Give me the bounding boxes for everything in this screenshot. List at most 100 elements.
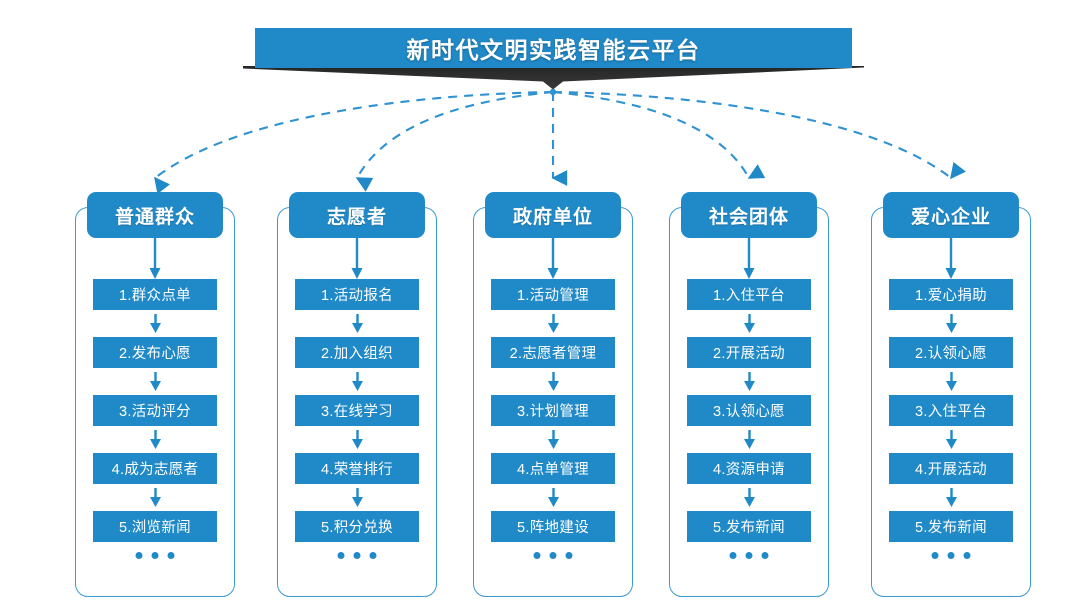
step-label: 1.活动管理	[517, 288, 589, 304]
step-label: 3.在线学习	[321, 404, 393, 420]
list-item[interactable]: 2.加入组织	[295, 337, 419, 368]
sidebar-item-social-group[interactable]: 社会团体 1.入住平台 2.开展活动 3.认领心愿 4.资源申请 5.发布新闻	[669, 192, 829, 597]
step-label: 5.发布新闻	[915, 520, 987, 536]
sidebar-item-charity-enterprise[interactable]: 爱心企业 1.爱心捐助 2.认领心愿 3.入住平台 4.开展活动 5.发布新闻	[871, 192, 1031, 597]
list-item[interactable]: 1.活动管理	[491, 279, 615, 310]
list-item[interactable]: 5.积分兑换	[295, 511, 419, 542]
step-label: 1.活动报名	[321, 288, 393, 304]
column-header-label: 社会团体	[708, 206, 789, 228]
list-item[interactable]: 4.荣誉排行	[295, 453, 419, 484]
step-down-arrow-icon	[295, 426, 419, 453]
step-list: 1.活动报名 2.加入组织 3.在线学习 4.荣誉排行 5.积分兑换	[295, 279, 419, 542]
column-header-general-public[interactable]: 普通群众	[87, 192, 223, 238]
sidebar-item-government-unit[interactable]: 政府单位 1.活动管理 2.志愿者管理 3.计划管理 4.点单管理 5.阵地建设	[473, 192, 633, 597]
step-down-arrow-icon	[295, 484, 419, 511]
step-down-arrow-icon	[687, 426, 811, 453]
header-to-step-arrow	[547, 238, 559, 279]
step-down-arrow-icon	[889, 484, 1013, 511]
list-item[interactable]: 5.阵地建设	[491, 511, 615, 542]
step-label: 4.点单管理	[517, 462, 589, 478]
step-list: 1.爱心捐助 2.认领心愿 3.入住平台 4.开展活动 5.发布新闻	[889, 279, 1013, 542]
step-list: 1.群众点单 2.发布心愿 3.活动评分 4.成为志愿者 5.浏览新闻	[93, 279, 217, 542]
header-to-step-arrow	[743, 238, 755, 279]
column-header-charity-enterprise[interactable]: 爱心企业	[883, 192, 1019, 238]
step-label: 3.认领心愿	[713, 404, 785, 420]
step-down-arrow-icon	[93, 368, 217, 395]
connector-hub	[549, 88, 557, 96]
page-title: 新时代文明实践智能云平台	[406, 37, 701, 63]
step-label: 2.加入组织	[321, 346, 393, 362]
step-label: 3.计划管理	[517, 404, 589, 420]
list-item[interactable]: 1.爱心捐助	[889, 279, 1013, 310]
banner-background: 新时代文明实践智能云平台	[255, 28, 852, 68]
connector-to-col-2	[355, 90, 554, 192]
list-item[interactable]: 4.成为志愿者	[93, 453, 217, 484]
more-ellipsis-icon[interactable]	[729, 552, 769, 559]
list-item[interactable]: 2.发布心愿	[93, 337, 217, 368]
list-item[interactable]: 2.志愿者管理	[491, 337, 615, 368]
step-down-arrow-icon	[491, 484, 615, 511]
step-label: 2.志愿者管理	[509, 346, 597, 362]
step-label: 4.资源申请	[713, 462, 785, 478]
list-item[interactable]: 5.发布新闻	[889, 511, 1013, 542]
connector-to-col-5	[552, 90, 966, 180]
step-label: 4.开展活动	[915, 462, 987, 478]
banner-shadow-ribbon	[243, 66, 864, 90]
sidebar-item-general-public[interactable]: 普通群众 1.群众点单 2.发布心愿 3.活动评分 4.成为志愿者 5.浏览新闻	[75, 192, 235, 597]
column-header-label: 志愿者	[326, 206, 387, 228]
more-ellipsis-icon[interactable]	[135, 552, 175, 559]
column-header-government-unit[interactable]: 政府单位	[485, 192, 621, 238]
step-down-arrow-icon	[889, 426, 1013, 453]
step-label: 5.阵地建设	[517, 520, 589, 536]
list-item[interactable]: 3.在线学习	[295, 395, 419, 426]
more-ellipsis-icon[interactable]	[931, 552, 971, 559]
step-down-arrow-icon	[295, 368, 419, 395]
step-label: 1.入住平台	[713, 288, 785, 304]
list-item[interactable]: 5.浏览新闻	[93, 511, 217, 542]
connector-to-col-4	[552, 90, 766, 179]
step-label: 2.开展活动	[713, 346, 785, 362]
step-label: 3.活动评分	[119, 404, 191, 420]
step-label: 2.认领心愿	[915, 346, 987, 362]
list-item[interactable]: 3.计划管理	[491, 395, 615, 426]
more-ellipsis-icon[interactable]	[533, 552, 573, 559]
list-item[interactable]: 2.认领心愿	[889, 337, 1013, 368]
step-label: 3.入住平台	[915, 404, 987, 420]
list-item[interactable]: 2.开展活动	[687, 337, 811, 368]
list-item[interactable]: 5.发布新闻	[687, 511, 811, 542]
step-down-arrow-icon	[889, 310, 1013, 337]
step-label: 1.群众点单	[119, 288, 191, 304]
list-item[interactable]: 3.认领心愿	[687, 395, 811, 426]
platform-title-banner: 新时代文明实践智能云平台	[255, 28, 852, 68]
sidebar-item-volunteer[interactable]: 志愿者 1.活动报名 2.加入组织 3.在线学习 4.荣誉排行 5.积分兑换	[277, 192, 437, 597]
step-down-arrow-icon	[491, 310, 615, 337]
step-label: 4.成为志愿者	[111, 462, 199, 478]
more-ellipsis-icon[interactable]	[337, 552, 377, 559]
step-down-arrow-icon	[491, 426, 615, 453]
list-item[interactable]: 1.入住平台	[687, 279, 811, 310]
list-item[interactable]: 1.群众点单	[93, 279, 217, 310]
list-item[interactable]: 4.资源申请	[687, 453, 811, 484]
step-list: 1.活动管理 2.志愿者管理 3.计划管理 4.点单管理 5.阵地建设	[491, 279, 615, 542]
step-label: 2.发布心愿	[119, 346, 191, 362]
step-down-arrow-icon	[93, 484, 217, 511]
step-down-arrow-icon	[491, 368, 615, 395]
list-item[interactable]: 4.开展活动	[889, 453, 1013, 484]
list-item[interactable]: 4.点单管理	[491, 453, 615, 484]
list-item[interactable]: 3.入住平台	[889, 395, 1013, 426]
column-header-volunteer[interactable]: 志愿者	[289, 192, 425, 238]
list-item[interactable]: 1.活动报名	[295, 279, 419, 310]
step-down-arrow-icon	[93, 310, 217, 337]
step-down-arrow-icon	[687, 484, 811, 511]
list-item[interactable]: 3.活动评分	[93, 395, 217, 426]
column-header-label: 政府单位	[512, 206, 593, 228]
step-down-arrow-icon	[889, 368, 1013, 395]
column-header-social-group[interactable]: 社会团体	[681, 192, 817, 238]
header-to-step-arrow	[351, 238, 363, 279]
step-down-arrow-icon	[93, 426, 217, 453]
step-label: 5.积分兑换	[321, 520, 393, 536]
step-down-arrow-icon	[687, 368, 811, 395]
step-label: 1.爱心捐助	[915, 288, 987, 304]
step-label: 4.荣誉排行	[321, 462, 393, 478]
